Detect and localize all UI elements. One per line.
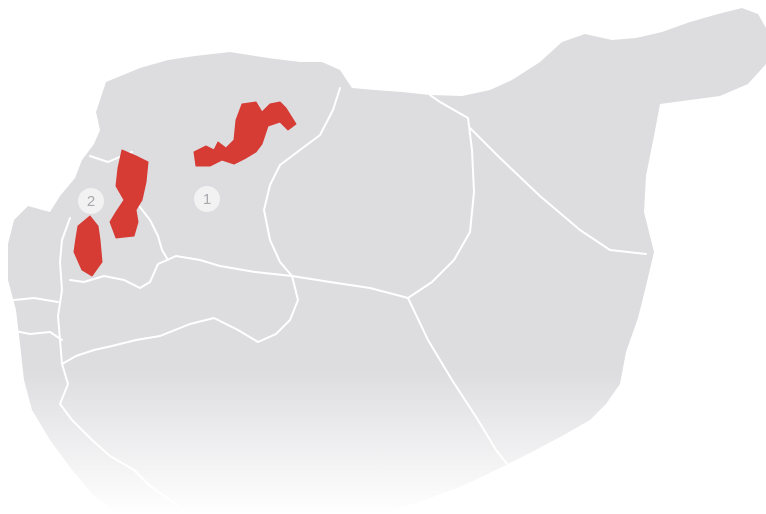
marker-circle: [78, 188, 104, 214]
marker-label: 2: [87, 193, 95, 210]
marker-2[interactable]: 2: [78, 188, 104, 214]
marker-circle: [194, 186, 220, 212]
marker-label: 1: [203, 191, 211, 208]
marker-1[interactable]: 1: [194, 186, 220, 212]
